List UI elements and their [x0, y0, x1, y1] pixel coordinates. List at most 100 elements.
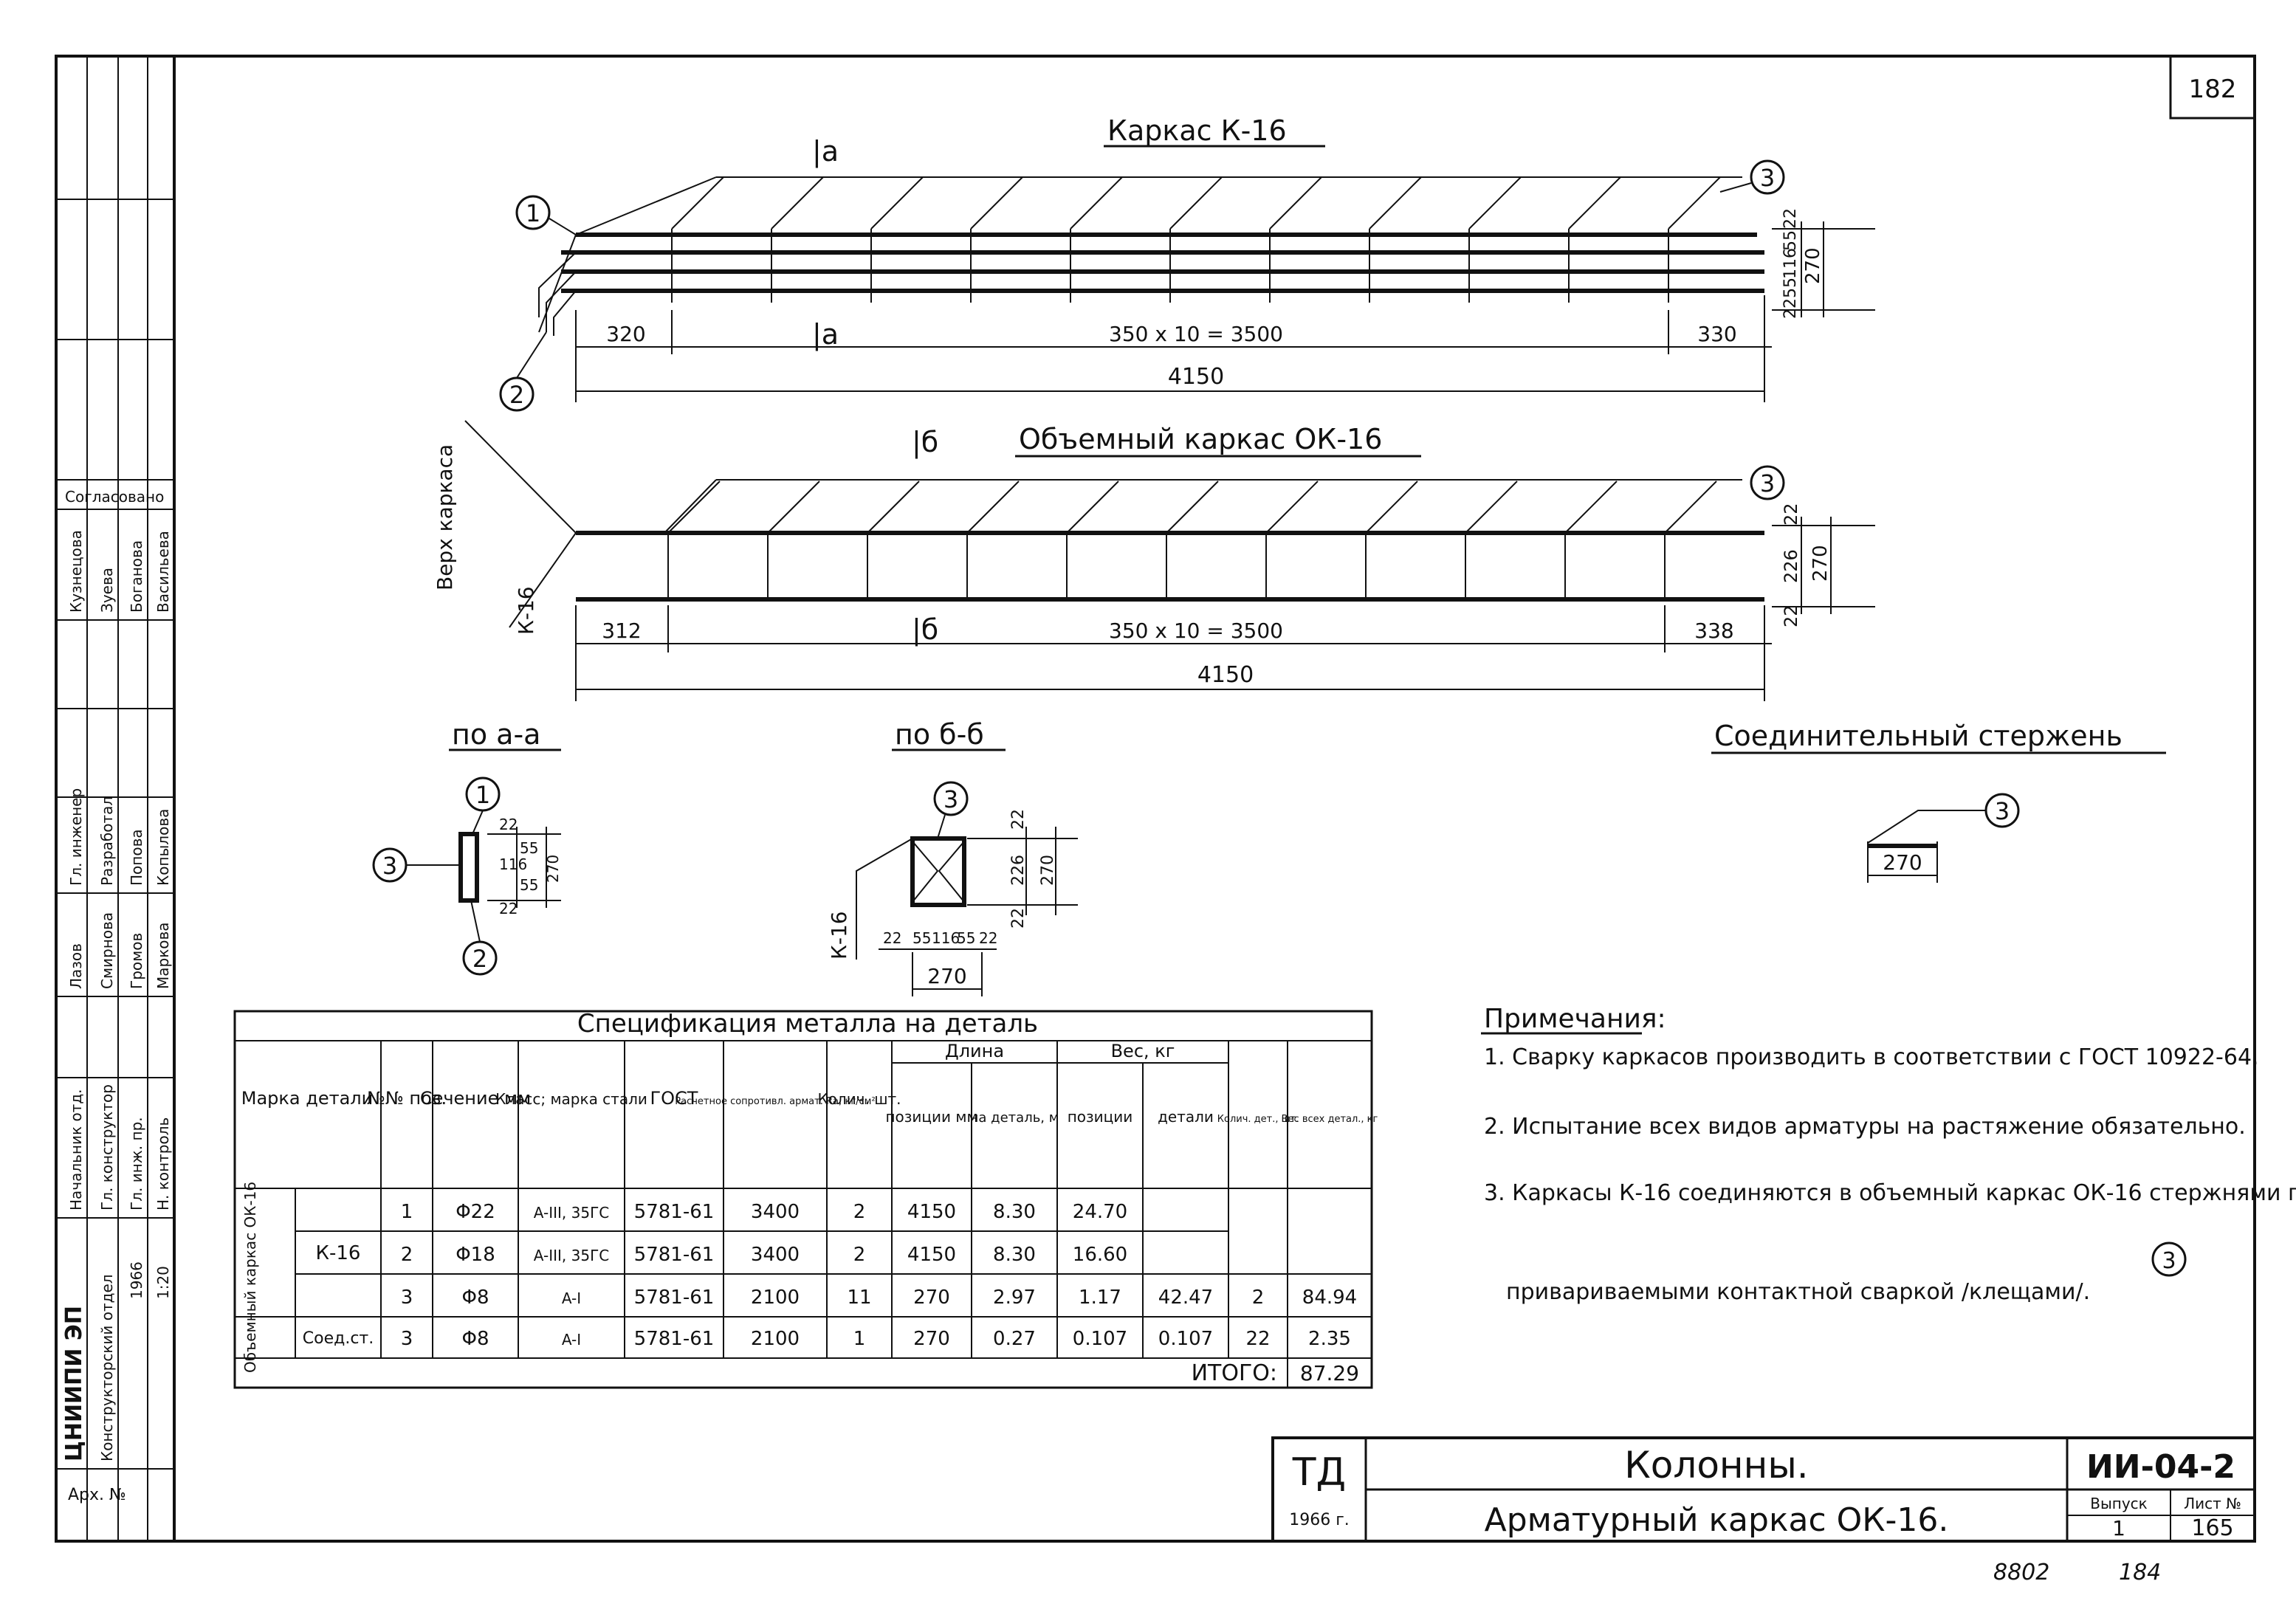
- title-td: ТД: [1292, 1450, 1346, 1495]
- callout-3: 3: [1760, 469, 1775, 497]
- section-aa: по а-а 1 3 2 22 55 116 55 22 270: [372, 718, 562, 976]
- dim: 226: [1009, 855, 1028, 886]
- section-mark: |б: [912, 613, 938, 647]
- cell: A-I: [562, 1331, 581, 1349]
- dim-total: 4150: [1197, 662, 1254, 688]
- dim-v: 226: [1781, 549, 1801, 583]
- spec-table-title: Спецификация металла на деталь: [577, 1009, 1038, 1039]
- callout-1: 1: [526, 199, 540, 227]
- hdr-gost: ГОСТ: [650, 1088, 698, 1109]
- frame-k16-drawing: Каркас К-16 |а |а: [499, 114, 1875, 412]
- hdr-pos: №№ поз.: [367, 1088, 447, 1109]
- issue: 1: [2112, 1516, 2125, 1540]
- note-3-callout: 3: [2162, 1248, 2176, 1274]
- total-value: 87.29: [1300, 1361, 1359, 1385]
- issue-label: Выпуск: [2090, 1495, 2148, 1512]
- cell: 2: [1252, 1287, 1265, 1309]
- dim-total: 270: [544, 855, 562, 883]
- sheet-frame: [55, 55, 2256, 1543]
- cell: 8.30: [993, 1201, 1036, 1223]
- side-stamp: Согласовано Кузнецова Зуева Боганова Вас…: [56, 56, 174, 1541]
- table-row: 2 Φ18 A-III, 35ГС 5781-61 3400 2 4150 8.…: [401, 1244, 1127, 1266]
- title-year: 1966 г.: [1289, 1511, 1350, 1529]
- cell: 5781-61: [634, 1244, 715, 1266]
- bottom-note-left: 8802: [1993, 1560, 2049, 1585]
- table-row: 3 Φ8 A-I 5781-61 2100 11 270 2.97 1.17 4…: [401, 1287, 1357, 1309]
- stamp-name: Васильева: [154, 531, 172, 613]
- cell: 24.70: [1073, 1201, 1127, 1223]
- stamp-year: 1966: [128, 1261, 145, 1299]
- hdr-len-det: на деталь, м: [970, 1110, 1059, 1126]
- dim-v: 116: [1781, 248, 1800, 279]
- dim-vtotal: 270: [1802, 247, 1824, 284]
- callout-3: 3: [1760, 164, 1775, 192]
- dim-total: 270: [927, 964, 966, 988]
- dim: 22: [499, 816, 518, 833]
- frame-ok16-title: Объемный каркас ОК-16: [1019, 423, 1382, 455]
- cell: 0.107: [1158, 1328, 1213, 1350]
- stamp-name: Маркова: [154, 922, 172, 989]
- note-3: 3. Каркасы К-16 соединяются в объемный к…: [1484, 1180, 2296, 1206]
- dim-middle: 350 x 10 = 3500: [1109, 322, 1283, 346]
- stamp-role: Гл. конструктор: [98, 1084, 116, 1210]
- stamp-scale: 1:20: [154, 1266, 172, 1299]
- cell: 22: [1245, 1328, 1270, 1350]
- cell: 3: [401, 1287, 413, 1309]
- dim: 116: [932, 929, 960, 947]
- group-label: Объемный каркас ОК-16: [241, 1182, 259, 1373]
- stamp-agreed: Согласовано: [65, 488, 164, 506]
- hdr-qty: Колич. шт.: [817, 1090, 901, 1108]
- cell: 270: [913, 1328, 950, 1350]
- cell: 270: [913, 1287, 950, 1309]
- dim: 55: [520, 876, 538, 894]
- cell: 3400: [751, 1201, 800, 1223]
- cell: 11: [847, 1287, 871, 1309]
- side-label-k16: К-16: [514, 586, 538, 635]
- cell: Φ18: [456, 1244, 495, 1266]
- dim: 22: [499, 900, 518, 917]
- dim-v: 55: [1781, 230, 1800, 251]
- cell: 4150: [907, 1244, 956, 1266]
- dim: 22: [1009, 908, 1028, 929]
- sheet-label: Лист №: [2184, 1495, 2241, 1512]
- note-1: 1. Сварку каркасов производить в соответ…: [1484, 1044, 2259, 1070]
- side-label-top: Верх каркаса: [433, 444, 457, 590]
- section-aa-title: по а-а: [452, 718, 540, 751]
- stamp-role: Н. контроль: [154, 1117, 172, 1210]
- dim-left: 312: [602, 619, 641, 643]
- dim-v: 55: [1781, 278, 1800, 298]
- stamp-name: Громов: [128, 933, 145, 989]
- cell: 5781-61: [634, 1328, 715, 1350]
- hdr-w-det: детали: [1158, 1108, 1214, 1126]
- dim-v: 22: [1781, 208, 1800, 229]
- cell: 4150: [907, 1201, 956, 1223]
- cell: 42.47: [1158, 1287, 1213, 1309]
- dim-middle: 350 x 10 = 3500: [1109, 619, 1283, 643]
- dim-v: 22: [1781, 503, 1801, 526]
- stamp-name: Лазов: [67, 943, 85, 989]
- note-3-cont: привариваемыми контактной сваркой /клеща…: [1506, 1279, 2090, 1305]
- dim-v: 22: [1781, 298, 1800, 319]
- stamp-name: Кузнецова: [67, 530, 85, 613]
- connector-length: 270: [1883, 850, 1922, 875]
- stamp-org: ЦНИИПИ ЭП: [61, 1306, 87, 1461]
- sheet: 165: [2191, 1515, 2233, 1541]
- title-series: ИИ-04-2: [2086, 1448, 2235, 1486]
- cell: 0.107: [1073, 1328, 1127, 1350]
- stamp-name: Зуева: [98, 568, 116, 613]
- cell: 3: [401, 1328, 413, 1350]
- hdr-length: Длина: [945, 1041, 1004, 1061]
- hdr-w-all: Вес всех детал., кг: [1282, 1114, 1378, 1125]
- hdr-len-pos: позиции мм: [885, 1108, 977, 1126]
- dim: 22: [979, 929, 997, 947]
- hdr-section: Сечение мм: [420, 1088, 531, 1109]
- connector-title: Соединительный стержень: [1714, 720, 2123, 752]
- total-label: ИТОГО:: [1192, 1360, 1277, 1386]
- cell: 2100: [751, 1328, 800, 1350]
- stamp-name: Боганова: [128, 540, 145, 613]
- dim: 55: [912, 929, 931, 947]
- dim-v: 22: [1781, 605, 1801, 627]
- stamp-role: Начальник отд.: [67, 1089, 85, 1210]
- title-block: ТД 1966 г. Колонны. Арматурный каркас ОК…: [1271, 1436, 2256, 1543]
- dim: 55: [520, 839, 538, 857]
